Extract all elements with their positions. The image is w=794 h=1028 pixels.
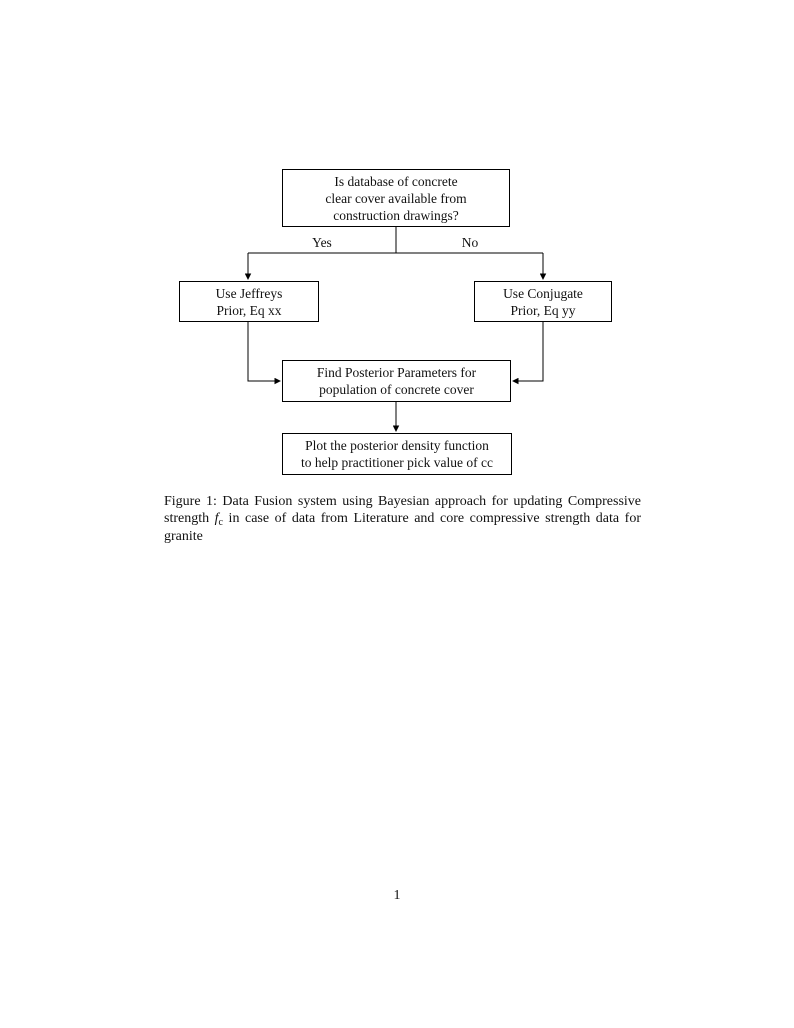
flowchart-box-conjugate-prior: Use Conjugate Prior, Eq yy [474, 281, 612, 322]
page-number: 1 [393, 888, 401, 903]
flowchart-box-question: Is database of concrete clear cover avai… [282, 169, 510, 227]
flowchart-box-jeffreys-prior: Use Jeffreys Prior, Eq xx [179, 281, 319, 322]
figure-caption: Figure 1: Data Fusion system using Bayes… [164, 493, 641, 545]
connector-split-line [248, 227, 543, 254]
flowchart-box-find-posterior: Find Posterior Parameters for population… [282, 360, 511, 402]
box-text-line: Use Jeffreys [215, 285, 283, 301]
box-text-line: Plot the posterior density function [305, 438, 489, 453]
math-f-symbol: f [214, 511, 219, 527]
math-c-subscript: c [218, 517, 223, 529]
caption-text-part1: Data Fusion system using Bayesian approa… [164, 494, 641, 527]
caption-text-part2: in case of data from Literature and core… [164, 511, 641, 544]
box-text-line: construction drawings? [333, 207, 459, 223]
box-text-line: population of concrete cover [319, 382, 474, 397]
figure-caption-label: Figure 1: [164, 494, 217, 509]
box-text-line: Is database of concrete [334, 173, 458, 189]
connector-conjugate-to-posterior [512, 322, 544, 385]
box-text-line: clear cover available from [325, 190, 467, 206]
box-text-line: Find Posterior Parameters for [316, 365, 477, 380]
flowchart-box-plot-density: Plot the posterior density function to h… [282, 433, 512, 475]
edge-label-yes: Yes [312, 235, 332, 250]
box-text-line: Prior, Eq yy [510, 302, 576, 318]
edge-label-no: No [461, 235, 479, 250]
box-text-line: Prior, Eq xx [216, 302, 282, 318]
box-text-line: Use Conjugate [503, 285, 583, 301]
box-text-line: to help practitioner pick value of cc [301, 455, 493, 470]
connector-jeffreys-to-posterior [247, 322, 281, 385]
